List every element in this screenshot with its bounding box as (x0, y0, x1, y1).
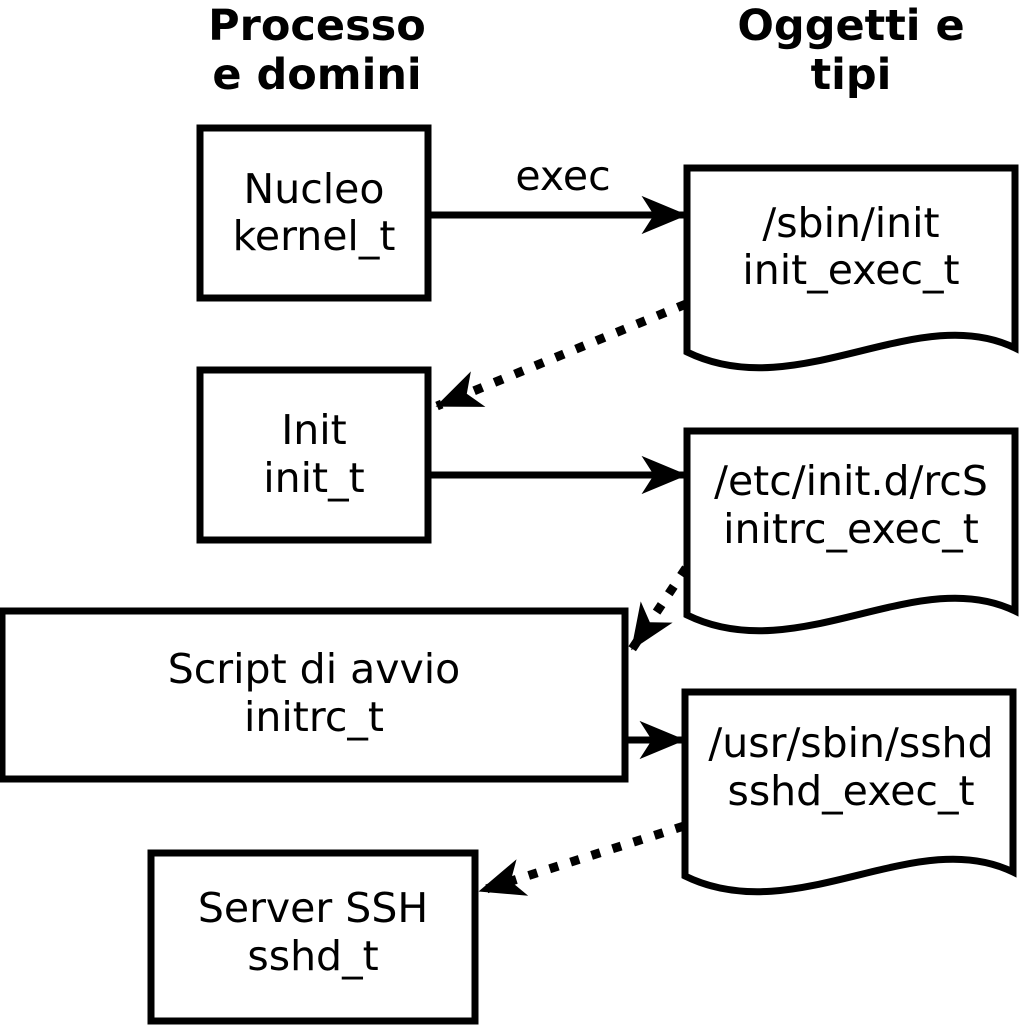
process-box-sshd: Server SSH sshd_t (147, 849, 479, 1025)
object-doc-init: /sbin/init init_exec_t (687, 168, 1015, 368)
object-path-sshd: /usr/sbin/sshd (708, 719, 993, 767)
column-headers: Processo e domini Oggetti e tipi (208, 1, 964, 100)
object-type-sshd: sshd_exec_t (727, 767, 974, 815)
process-box-kernel: Nucleo kernel_t (196, 124, 432, 302)
object-type-rcS: initrc_exec_t (723, 505, 979, 553)
object-path-init: /sbin/init (762, 199, 939, 247)
object-doc-rcS: /etc/init.d/rcS initrc_exec_t (687, 431, 1015, 631)
dotted-arrow-sbin-init-to-init (435, 299, 688, 411)
process-box-init-rect (196, 366, 432, 544)
exec-edge-label: exec (515, 152, 610, 200)
exec-arrows: exec (431, 152, 688, 760)
object-type-init: init_exec_t (742, 246, 959, 294)
left-column-title-line2: e domini (212, 50, 421, 100)
process-name-initrc: Script di avvio (168, 645, 461, 693)
right-column-title-line2: tipi (811, 50, 892, 100)
object-doc-sshd: /usr/sbin/sshd sshd_exec_t (685, 692, 1013, 892)
transition-arrows (435, 299, 690, 896)
process-box-init: Init init_t (196, 366, 432, 544)
process-name-init: Init (281, 406, 347, 454)
process-box-sshd-rect (147, 849, 479, 1025)
process-domain-kernel: kernel_t (233, 212, 396, 260)
process-box-initrc: Script di avvio initrc_t (0, 607, 629, 783)
right-column-title-line1: Oggetti e (737, 1, 964, 51)
process-domain-init: init_t (263, 454, 364, 502)
process-box-initrc-rect (0, 607, 629, 783)
dotted-arrow-rcS-to-initrc (628, 565, 690, 652)
object-path-rcS: /etc/init.d/rcS (714, 457, 988, 505)
process-name-sshd: Server SSH (198, 884, 428, 932)
dotted-arrow-sshd-exec-to-sshd (478, 821, 686, 896)
process-domain-sshd: sshd_t (247, 932, 378, 980)
process-name-kernel: Nucleo (244, 165, 385, 213)
process-box-kernel-rect (196, 124, 432, 302)
left-column-title-line1: Processo (208, 1, 426, 51)
process-domain-initrc: initrc_t (244, 693, 384, 741)
